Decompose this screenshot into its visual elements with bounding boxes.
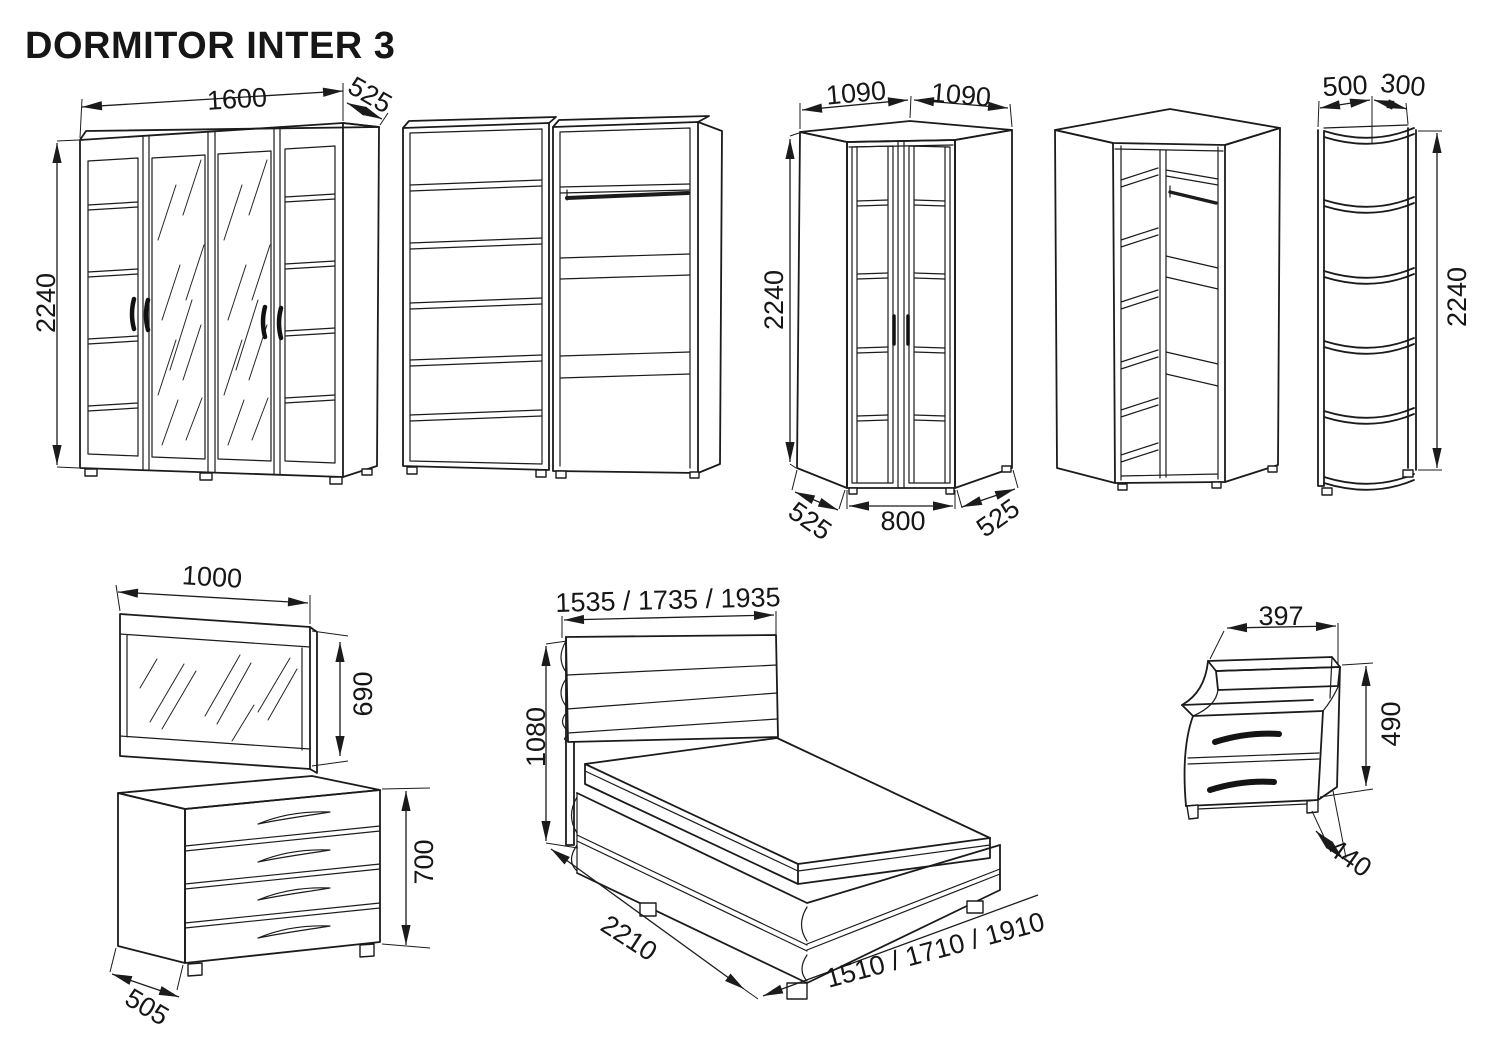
dimension-label: 397 bbox=[1258, 601, 1303, 631]
wardrobe-mirror-door-right bbox=[217, 150, 272, 462]
corner-wardrobe-feet bbox=[848, 465, 1012, 495]
dimension-label: 490 bbox=[1376, 701, 1406, 746]
dimension-label: 800 bbox=[880, 506, 925, 536]
nightstand-drawing: 397 490 440 bbox=[1181, 601, 1406, 883]
corner-shelf-height-dimension: 2240 bbox=[1418, 130, 1472, 471]
corner-wardrobe-interior-drawing bbox=[1054, 108, 1281, 491]
wardrobe-stiles bbox=[142, 126, 281, 476]
dimension-label: 525 bbox=[783, 496, 837, 546]
hanging-rod bbox=[565, 189, 690, 201]
wardrobe-mirror-door-left bbox=[151, 154, 206, 460]
bed-headboard-width-dimension: 1535 / 1735 / 1935 bbox=[555, 582, 781, 638]
dresser-drawer-gaps bbox=[184, 825, 381, 929]
corner-wardrobe-door-left bbox=[851, 145, 894, 484]
corner-wardrobe-door-right bbox=[908, 145, 951, 484]
corner-wardrobe-handles bbox=[892, 314, 910, 346]
mirror-height-dimension: 690 bbox=[311, 630, 378, 767]
corner-shelf-drawing: 500 300 2240 bbox=[1317, 68, 1472, 496]
dimension-label: 505 bbox=[120, 983, 174, 1032]
dimension-label: 2240 bbox=[1442, 267, 1472, 327]
nightstand-width-dimension: 397 bbox=[1209, 601, 1339, 664]
corner-shelf-width-dimension: 500 bbox=[1317, 70, 1373, 144]
dimension-label: 1000 bbox=[181, 560, 243, 594]
wardrobe-4door-drawing: 1600 525 2240 bbox=[31, 71, 397, 485]
wardrobe-interior-drawing bbox=[402, 115, 723, 479]
dimension-label: 440 bbox=[1323, 833, 1377, 883]
dimension-label: 500 bbox=[1322, 70, 1369, 102]
corner-shelves bbox=[1323, 127, 1415, 491]
dresser-drawing: 700 505 bbox=[109, 775, 439, 1032]
corner-wardrobe-frontleft-dimension: 1090 bbox=[799, 75, 912, 129]
bed-headboard bbox=[560, 634, 779, 846]
dimension-label: 700 bbox=[409, 839, 439, 884]
dimension-label: 1535 / 1735 / 1935 bbox=[555, 582, 781, 618]
mirror-drawing: 1000 690 bbox=[115, 560, 378, 774]
dresser-feet bbox=[187, 943, 375, 977]
nightstand-handle-bottom bbox=[1207, 778, 1277, 793]
corner-wardrobe-drawing: 1090 1090 2240 525 800 525 bbox=[759, 75, 1025, 546]
dresser-handles bbox=[257, 811, 331, 939]
nightstand-height-dimension: 490 bbox=[1319, 662, 1406, 798]
corner-wardrobe-height-dimension: 2240 bbox=[759, 132, 800, 469]
bed-drawing: 1535 / 1735 / 1935 1080 2210 1510 / 1710… bbox=[521, 582, 1048, 1000]
corner-wardrobe-frontright-dimension: 1090 bbox=[913, 77, 1013, 128]
wardrobe-height-dimension: 2240 bbox=[31, 139, 80, 469]
nightstand-body bbox=[1183, 710, 1324, 820]
corner-shelf-depth-dimension: 300 bbox=[1373, 68, 1427, 125]
corner-wardrobe-depthleft-dimension: 525 bbox=[783, 469, 846, 546]
dimension-label: 690 bbox=[348, 671, 378, 716]
cross-rails bbox=[559, 253, 691, 379]
nightstand-handle-top bbox=[1212, 730, 1282, 745]
wardrobe-depth-dimension: 525 bbox=[343, 71, 397, 126]
dresser-height-dimension: 700 bbox=[381, 787, 439, 949]
dimension-label: 2240 bbox=[759, 270, 789, 330]
dimension-label: 2210 bbox=[596, 909, 663, 967]
interior-shelf-column bbox=[1120, 167, 1159, 463]
dimension-label: 1510 / 1710 / 1910 bbox=[822, 906, 1047, 993]
dimension-label: 300 bbox=[1379, 68, 1427, 103]
nightstand-depth-dimension: 440 bbox=[1311, 790, 1377, 883]
dimension-label: 2240 bbox=[31, 273, 61, 333]
wardrobe-width-dimension: 1600 bbox=[79, 82, 344, 139]
wardrobe-handles bbox=[129, 296, 284, 341]
hanging-section bbox=[552, 115, 723, 479]
mirror-width-dimension: 1000 bbox=[115, 560, 311, 624]
wardrobe-door-left-panel bbox=[87, 157, 139, 457]
dimension-label: 1080 bbox=[521, 707, 551, 767]
corner-wardrobe-depthright-dimension: 525 bbox=[956, 469, 1025, 543]
dimension-label: 1090 bbox=[930, 77, 992, 112]
interior-hanging-area bbox=[1165, 169, 1219, 387]
corner-shelf-feet bbox=[1321, 469, 1414, 496]
dimension-label: 525 bbox=[343, 71, 397, 120]
corner-interior-feet bbox=[1117, 465, 1278, 491]
mirror-glass-hatch bbox=[139, 654, 298, 742]
bed-frame bbox=[570, 792, 1001, 1000]
page-title: DORMITOR INTER 3 bbox=[25, 25, 395, 67]
corner-wardrobe-frontwidth-dimension: 800 bbox=[846, 490, 956, 536]
dimension-label: 525 bbox=[971, 493, 1025, 543]
wardrobe-feet bbox=[84, 468, 373, 485]
bed-height-dimension: 1080 bbox=[521, 640, 579, 849]
wardrobe-door-right-panel bbox=[284, 145, 336, 464]
interior-divider bbox=[1159, 149, 1167, 479]
bed-mattress bbox=[584, 737, 991, 885]
shelf-section bbox=[402, 116, 557, 478]
corner-wardrobe-stiles bbox=[897, 140, 905, 489]
nightstand-feet bbox=[1186, 799, 1319, 820]
dimension-label: 1600 bbox=[206, 82, 268, 116]
dimension-label: 1090 bbox=[825, 75, 887, 110]
